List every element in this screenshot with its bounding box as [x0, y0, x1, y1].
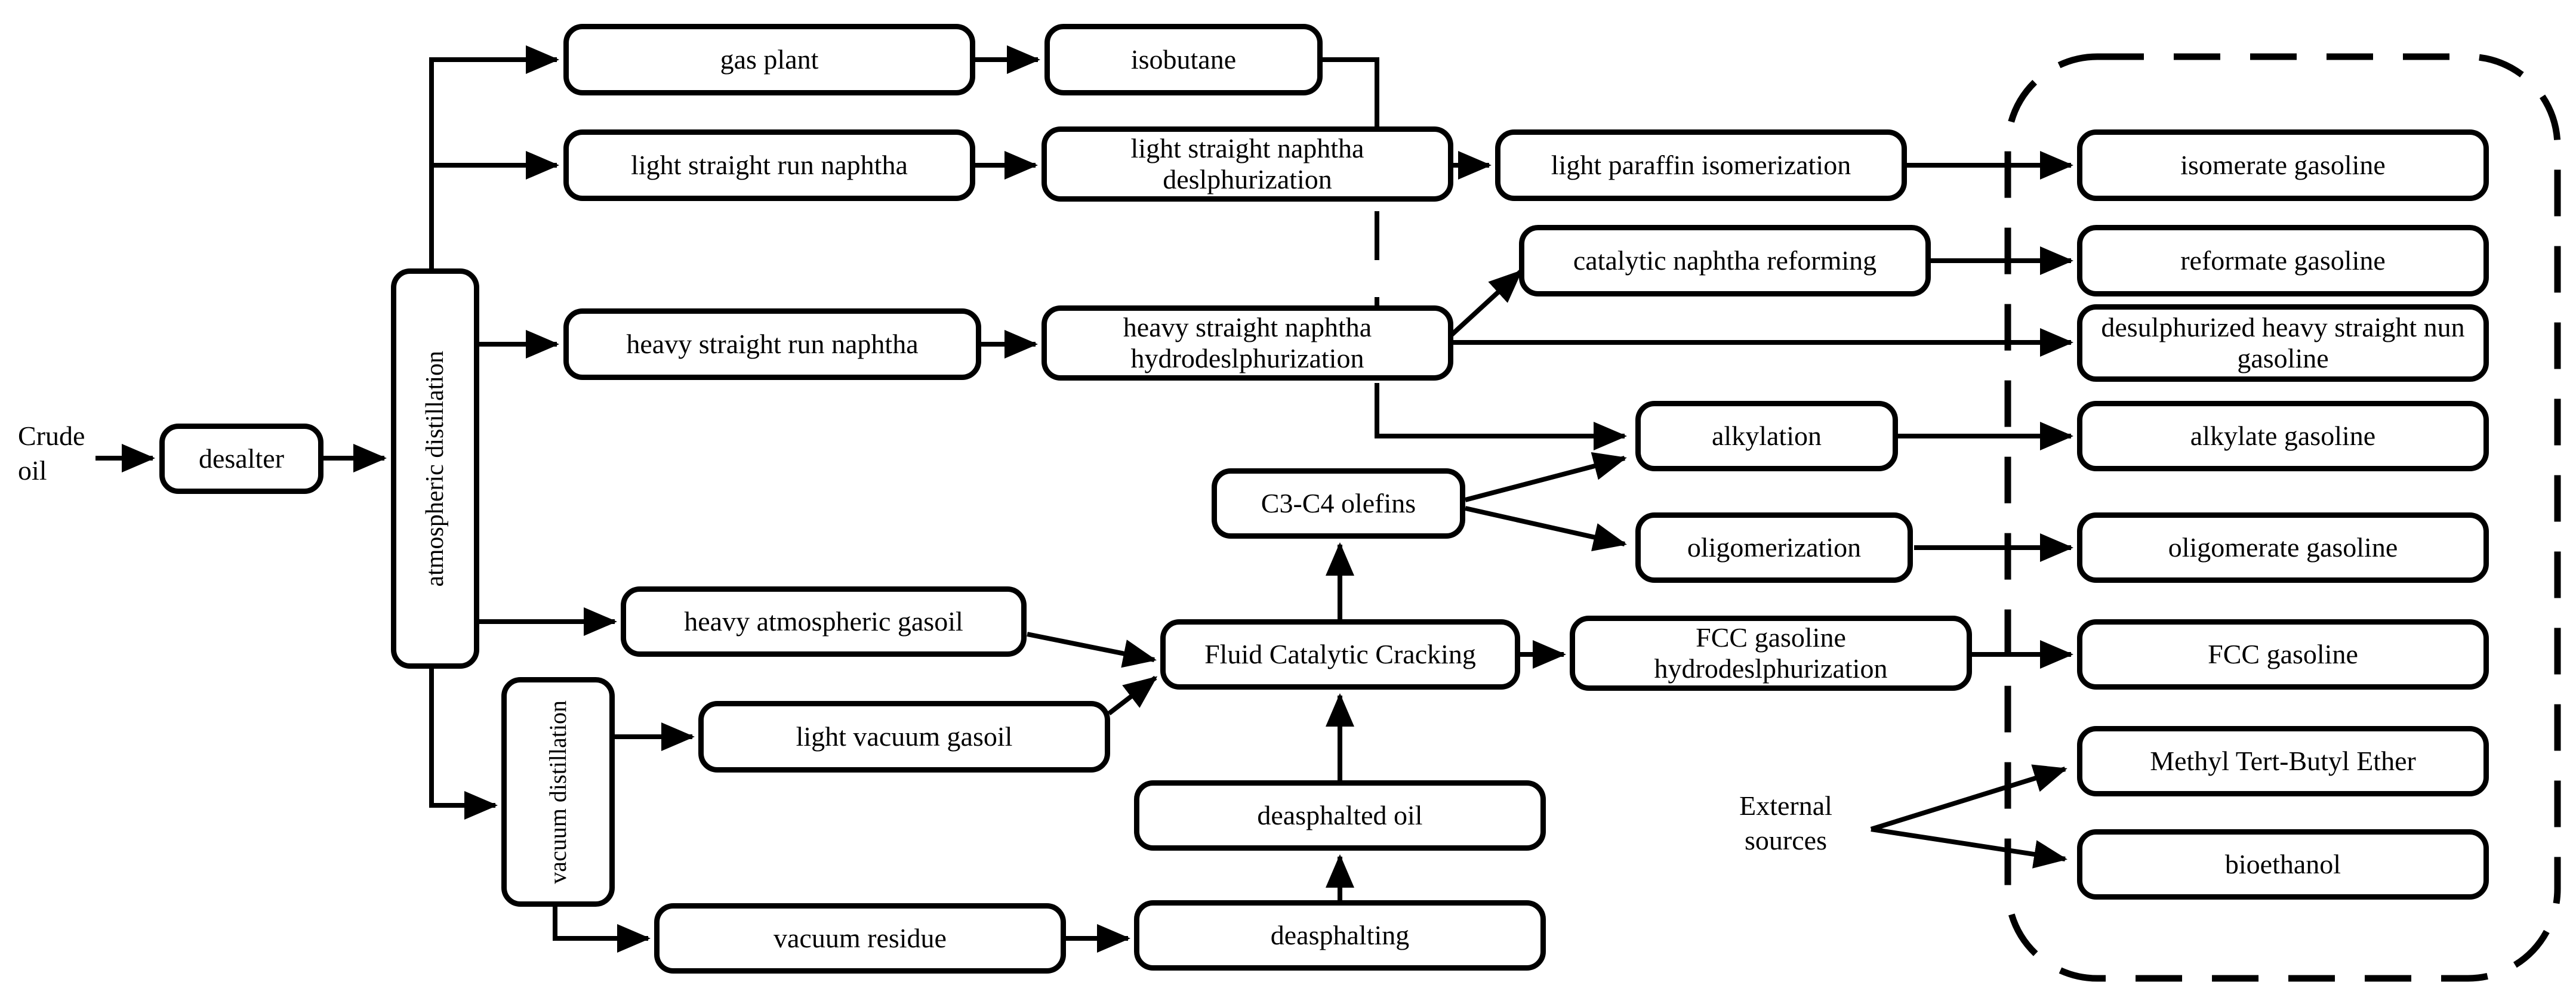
- node-desalter: desalter: [159, 424, 323, 494]
- node-oligomerate-gasoline: oligomerate gasoline: [2077, 512, 2489, 583]
- crude-oil-label: Crude oil: [18, 421, 85, 486]
- node-methyl-tert-butyl-ether: Methyl Tert-Butyl Ether: [2077, 726, 2489, 796]
- node-oligomerization: oligomerization: [1635, 512, 1913, 583]
- node-light-paraffin-isomerization: light paraffin isomerization: [1495, 129, 1907, 201]
- node-gas-plant: gas plant: [563, 24, 975, 95]
- node-bioethanol: bioethanol: [2077, 829, 2489, 900]
- node-light-straight-run-naphtha: light straight run naphtha: [563, 129, 975, 201]
- node-vacuum-distillation: vacuum distillation: [501, 677, 615, 907]
- node-heavy-straight-naphtha-hydrodeslphurization: heavy straight naphtha hydrodeslphurizat…: [1042, 305, 1453, 381]
- node-vacuum-residue: vacuum residue: [654, 903, 1066, 974]
- node-isomerate-gasoline: isomerate gasoline: [2077, 129, 2489, 201]
- node-isobutane: isobutane: [1044, 24, 1323, 95]
- node-heavy-atmospheric-gasoil: heavy atmospheric gasoil: [621, 586, 1027, 657]
- node-catalytic-naphtha-reforming: catalytic naphtha reforming: [1519, 225, 1931, 296]
- external-sources-label: External sources: [1739, 790, 1832, 855]
- node-alkylate-gasoline: alkylate gasoline: [2077, 401, 2489, 471]
- node-light-vacuum-gasoil: light vacuum gasoil: [698, 701, 1110, 773]
- node-desulphurized-heavy-straight-nun-gasoline: desulphurized heavy straight nun gasolin…: [2077, 304, 2489, 382]
- node-deasphalting: deasphalting: [1134, 900, 1546, 971]
- node-reformate-gasoline: reformate gasoline: [2077, 225, 2489, 296]
- node-atmospheric-distillation: atmospheric distillation: [391, 268, 479, 669]
- node-deasphalted-oil: deasphalted oil: [1134, 780, 1546, 851]
- node-fcc-gasoline: FCC gasoline: [2077, 619, 2489, 690]
- edges: [95, 45, 2561, 982]
- node-light-straight-naphtha-deslphurization: light straight naphtha deslphurization: [1042, 126, 1453, 202]
- node-heavy-straight-run-naphtha: heavy straight run naphtha: [563, 308, 981, 380]
- node-fluid-catalytic-cracking: Fluid Catalytic Cracking: [1160, 619, 1520, 690]
- node-alkylation: alkylation: [1635, 401, 1898, 471]
- gasoline-pool-boundary: [2004, 53, 2561, 982]
- node-fcc-gasoline-hydrodeslphurization: FCC gasoline hydrodeslphurization: [1570, 616, 1972, 691]
- node-c3-c4-olefins: C3-C4 olefins: [1212, 468, 1465, 539]
